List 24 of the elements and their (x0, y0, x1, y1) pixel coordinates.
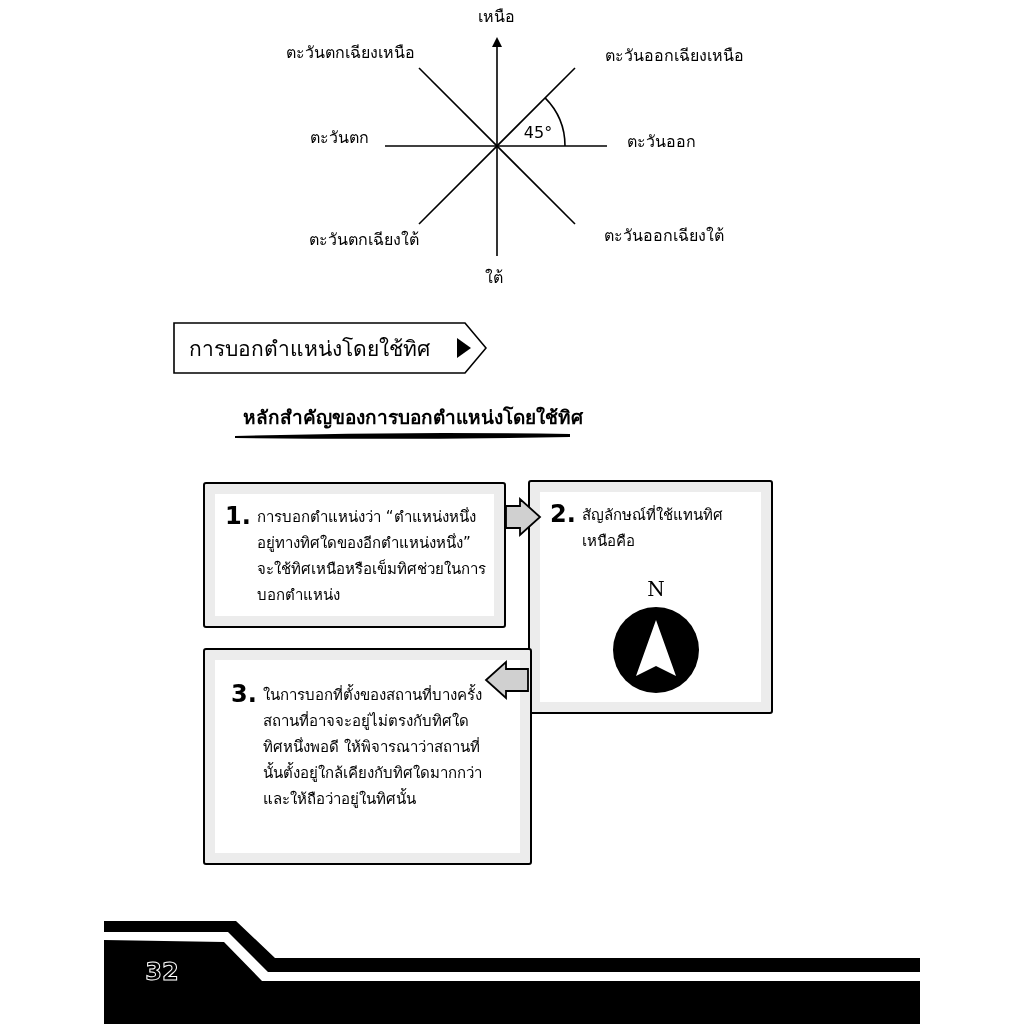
direction-label: ตะวันตกเฉียงเหนือ (285, 41, 415, 64)
direction-label: ตะวันออกเฉียงใต้ (604, 224, 724, 247)
page-number: 32 (145, 958, 179, 986)
direction-label: เหนือ (477, 5, 515, 28)
step-card (203, 648, 532, 865)
subheading: หลักสำคัญของการบอกตำแหน่งโดยใช้ทิศ (243, 405, 583, 431)
step-number: 3. (231, 680, 257, 708)
block-arrow (484, 659, 529, 701)
step-text: สัญลักษณ์ที่ใช้แทนทิศเหนือคือ (582, 504, 724, 552)
direction-label: ตะวันตกเฉียงใต้ (309, 228, 419, 251)
step-text: การบอกตำแหน่งว่า “ตำแหน่งหนึ่งอยู่ทางทิศใดของอีกตำแหน่งหนึ่ง” จะใช้ทิศเหนือหรือเข็มทิศช่วยในการบอกตำแหน่ง (257, 506, 487, 606)
step-card (528, 480, 773, 714)
direction-label: ตะวันออกเฉียงเหนือ (604, 44, 744, 67)
step-card (203, 482, 506, 628)
banner-title: การบอกตำแหน่งโดยใช้ทิศ (189, 336, 430, 363)
direction-label: ตะวันออก (626, 130, 696, 153)
angle-label: 45° (523, 122, 553, 142)
step-number: 1. (225, 502, 251, 530)
direction-label: ตะวันตก (309, 126, 369, 149)
step-text: ในการบอกที่ตั้งของสถานที่บางครั้งสถานที่อาจจะอยู่ไม่ตรงกับทิศใดทิศหนึ่งพอดี ให้พิจารณาว่าสถานที่นั้นตั้งอยู่ใกล้เคียงกับทิศใดมากกว่า และให้ถือว่าอยู่ในทิศนั้น (263, 683, 483, 810)
block-arrow (505, 496, 542, 538)
north-letter: N (646, 577, 666, 601)
direction-label: ใต้ (485, 266, 503, 289)
step-number: 2. (550, 500, 576, 528)
